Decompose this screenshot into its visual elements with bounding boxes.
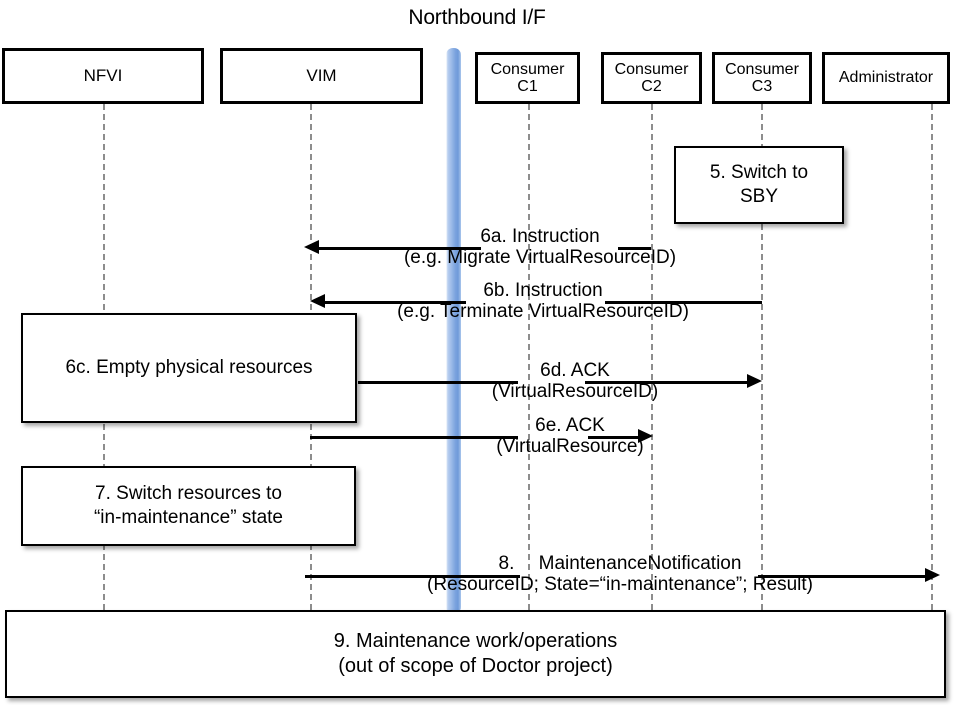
- message-6a-label-line2: (e.g. Migrate VirtualResourceID): [403, 247, 677, 269]
- message-6a-label: 6a. Instruction (e.g. Migrate VirtualRes…: [360, 226, 720, 269]
- actor-vim[interactable]: VIM: [220, 48, 423, 104]
- message-6a-segment-left: [318, 247, 481, 250]
- actor-consumer-c3-label-line1: Consumer: [725, 60, 799, 78]
- message-6d-arrowhead: [747, 374, 762, 388]
- message-6b-label-line1: 6b. Instruction: [483, 280, 603, 301]
- message-8-label-line1: 8. MaintenanceNotification: [498, 553, 742, 574]
- message-8-arrowhead: [925, 568, 940, 582]
- message-6e-label-line2: (VirtualResource): [496, 436, 644, 458]
- message-6b-segment-left: [324, 301, 466, 304]
- lifeline-consumer-c2: [651, 104, 653, 610]
- note-switch-resources-line1: 7. Switch resources to: [95, 483, 282, 505]
- message-6a-label-line1: 6a. Instruction: [480, 226, 600, 247]
- note-switch-to-sby: 5. Switch to SBY: [674, 146, 844, 224]
- message-6e-segment-right: [588, 436, 638, 439]
- message-6d-label: 6d. ACK (VirtualResourceID): [465, 360, 685, 403]
- actor-consumer-c2-label-line2: C2: [641, 78, 662, 95]
- message-6e-arrowhead: [638, 429, 653, 443]
- message-8-label: 8. MaintenanceNotification (ResourceID; …: [390, 553, 850, 596]
- message-8-segment-right: [758, 575, 925, 578]
- message-6a-arrowhead: [304, 240, 319, 254]
- northbound-interface-bar: [446, 48, 461, 614]
- lifeline-administrator: [931, 104, 933, 610]
- actor-administrator[interactable]: Administrator: [822, 52, 950, 104]
- actor-consumer-c2[interactable]: Consumer C2: [601, 52, 702, 104]
- note-empty-physical-resources: 6c. Empty physical resources: [21, 313, 357, 423]
- message-6e-label: 6e. ACK (VirtualResource): [470, 415, 670, 458]
- note-switch-resources-line2: “in-maintenance” state: [93, 507, 284, 528]
- message-6d-segment-left: [358, 381, 518, 384]
- actor-administrator-label: Administrator: [838, 69, 934, 87]
- message-6b-label-line2: (e.g. Terminate VirtualResourceID): [397, 301, 689, 323]
- page-title: Northbound I/F: [408, 6, 546, 29]
- message-8-label-line2: (ResourceID; State=“in-maintenance”; Res…: [427, 574, 813, 596]
- note-maintenance-work-line2: (out of scope of Doctor project): [338, 655, 613, 677]
- note-maintenance-work-operations: 9. Maintenance work/operations (out of s…: [5, 610, 946, 698]
- message-6e-label-line1: 6e. ACK: [535, 415, 605, 436]
- actor-consumer-c1-label-line2: C1: [517, 78, 538, 95]
- message-6d-segment-right: [585, 381, 747, 384]
- message-6e-segment-left: [310, 436, 518, 439]
- message-8-segment-left: [305, 575, 520, 578]
- note-maintenance-work-line1: 9. Maintenance work/operations: [333, 630, 618, 652]
- message-6a-segment-right: [618, 247, 651, 250]
- actor-consumer-c2-label-line1: Consumer: [614, 60, 689, 78]
- actor-consumer-c1-label-line1: Consumer: [490, 60, 565, 78]
- note-switch-to-sby-line2: SBY: [739, 186, 779, 207]
- note-empty-physical-resources-line1: 6c. Empty physical resources: [65, 357, 313, 379]
- message-6b-label: 6b. Instruction (e.g. Terminate VirtualR…: [363, 280, 723, 323]
- note-switch-resources-in-maintenance: 7. Switch resources to “in-maintenance” …: [21, 466, 356, 546]
- actor-consumer-c3-label-line2: C3: [751, 78, 773, 95]
- lifeline-consumer-c3: [761, 104, 763, 610]
- actor-vim-label: VIM: [306, 65, 337, 85]
- actor-nfvi-label: NFVI: [83, 65, 123, 85]
- message-6b-arrowhead: [310, 294, 325, 308]
- actor-nfvi[interactable]: NFVI: [2, 48, 204, 104]
- note-switch-to-sby-line1: 5. Switch to: [709, 162, 809, 184]
- message-6b-segment-right: [605, 301, 762, 304]
- lifeline-consumer-c1: [528, 104, 530, 610]
- message-6d-label-line2: (VirtualResourceID): [491, 381, 659, 403]
- message-6d-label-line1: 6d. ACK: [540, 360, 610, 381]
- actor-consumer-c1[interactable]: Consumer C1: [475, 52, 580, 104]
- actor-consumer-c3[interactable]: Consumer C3: [712, 52, 812, 104]
